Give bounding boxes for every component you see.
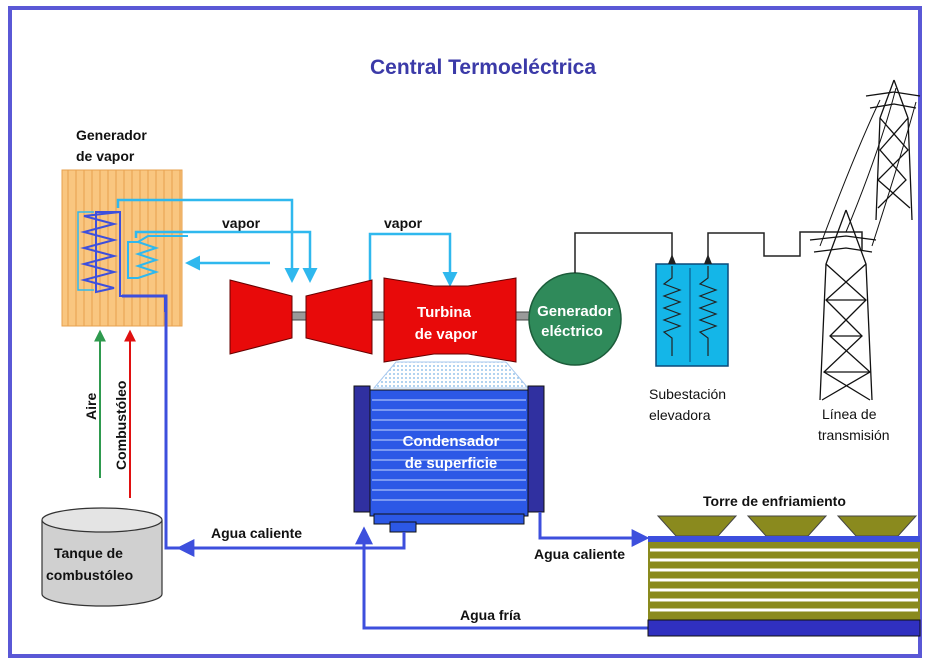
steam-line-right	[368, 232, 458, 287]
generator-label-1: Generador	[537, 303, 613, 320]
cooling-tower-top	[648, 536, 920, 542]
ip-turbine	[305, 279, 373, 355]
fuel-label: Combustóleo	[113, 381, 129, 470]
surface-condenser	[369, 389, 529, 517]
transmission-cable-1	[819, 99, 881, 247]
substation-bushing-left	[668, 254, 676, 264]
tank-label-1: Tanque de	[54, 545, 123, 561]
cooling-tower-basin	[647, 619, 921, 637]
wire-generator-substation	[574, 232, 673, 273]
transmission-tower-near	[809, 209, 877, 401]
wire-substation-tower	[707, 231, 863, 257]
cooling-fan-3	[836, 515, 918, 537]
condenser-label-1: Condensador	[403, 433, 500, 450]
steam-generator-label-2: de vapor	[76, 148, 135, 164]
air-label: Aire	[83, 393, 99, 420]
substation-coil-left	[662, 266, 682, 356]
generator-label-2: eléctrico	[541, 323, 603, 340]
cooling-fan-1	[656, 515, 738, 537]
turbine-exhaust	[372, 361, 530, 389]
steam-generator-label-1: Generador	[76, 127, 147, 143]
turbine-label-2: de vapor	[415, 326, 478, 343]
boiler-coil-inner	[127, 235, 188, 279]
cold-water-label: Agua fría	[460, 607, 521, 623]
steam-line-middle	[134, 230, 318, 283]
vapor-label-left: vapor	[222, 215, 261, 231]
substation-label-2: elevadora	[649, 407, 711, 423]
substation-bushing-right	[704, 254, 712, 264]
cooling-tower-fill	[650, 548, 918, 612]
boiler-coil-left	[77, 211, 94, 291]
transmission-label-2: transmisión	[818, 427, 890, 443]
condenser-hotwell	[373, 513, 525, 525]
diagram-title: Central Termoeléctrica	[370, 56, 596, 79]
fuel-tank	[41, 507, 163, 607]
transmission-cable-3	[845, 87, 897, 233]
transmission-cable-2	[871, 101, 917, 247]
condenser-left-cap	[353, 385, 371, 513]
hot-water-to-tower-line	[538, 512, 650, 547]
boiler-coil-outer	[80, 211, 166, 312]
hot-water-return-line	[122, 294, 406, 550]
condenser-tubes	[372, 399, 526, 501]
transmission-label-1: Línea de	[822, 406, 877, 422]
hot-water-label-right: Agua caliente	[534, 546, 625, 562]
step-up-substation	[655, 263, 729, 367]
condenser-outlet	[389, 521, 417, 533]
tank-label-2: combustóleo	[46, 567, 133, 583]
diagram-frame	[8, 6, 922, 658]
substation-coil-right	[698, 266, 718, 356]
transmission-tower-far	[865, 79, 921, 221]
vapor-label-right: vapor	[384, 215, 423, 231]
cooling-fan-2	[746, 515, 828, 537]
hp-turbine	[229, 279, 293, 355]
cold-water-line	[355, 526, 650, 630]
condenser-right-cap	[527, 385, 545, 513]
steam-turbine	[383, 277, 517, 363]
turbine-label-1: Turbina	[417, 304, 472, 321]
steam-line-top	[116, 198, 300, 283]
cooling-tower-label: Torre de enfriamiento	[703, 493, 846, 509]
hot-water-label-left: Agua caliente	[211, 525, 302, 541]
substation-label-1: Subestación	[649, 386, 726, 402]
condenser-label-2: de superficie	[405, 455, 498, 472]
